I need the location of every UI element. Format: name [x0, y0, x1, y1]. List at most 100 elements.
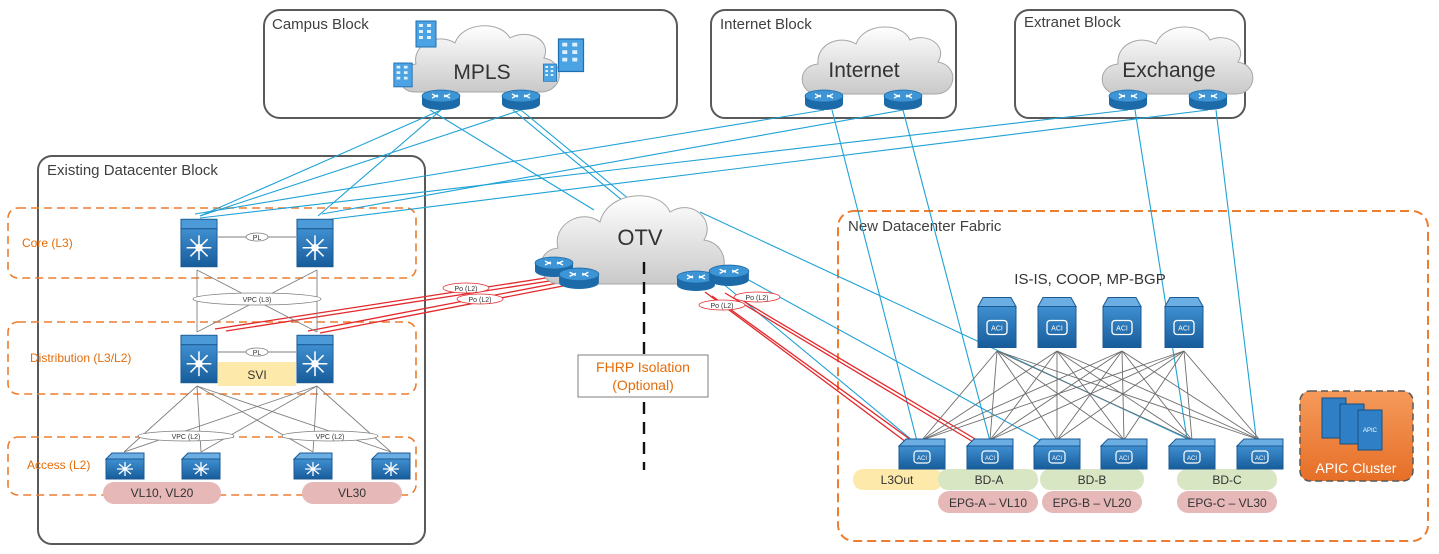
- otv-router-2: [558, 267, 600, 290]
- fhrp-box: [577, 354, 709, 398]
- po-label-4: Po (L2): [711, 303, 734, 310]
- spine-switch-3: [1102, 296, 1142, 349]
- exchange-cloud: Exchange: [1101, 26, 1254, 95]
- apic-servers: APIC: [1321, 397, 1383, 451]
- spine-leaf-link: [989, 350, 998, 441]
- spine-leaf-link: [996, 350, 1261, 441]
- spine-leaf-link: [989, 350, 1123, 441]
- spine-leaf-link: [1056, 350, 1193, 441]
- bd-a-label: BD-A: [975, 473, 1004, 487]
- otv-cloud: OTV: [540, 195, 725, 285]
- existing-dc-title: Existing Datacenter Block: [47, 162, 218, 179]
- mpls-router-1: [421, 89, 461, 111]
- vl30-pill: [302, 482, 402, 504]
- spine-leaf-link: [996, 350, 1193, 441]
- core-pl-label: PL: [253, 235, 262, 242]
- spine-leaf-link: [1056, 350, 1261, 441]
- epg-b-label: EPG-B – VL20: [1053, 496, 1132, 510]
- epg-a-pill: [938, 491, 1038, 513]
- new-fabric-title: New Datacenter Fabric: [848, 218, 1002, 235]
- spine-leaf-link: [996, 350, 1125, 441]
- exchange-router-1: [1108, 89, 1148, 111]
- core-layer-label: Core (L3): [22, 236, 73, 250]
- spine-leaf-link: [921, 350, 1185, 441]
- spine-leaf-link: [1183, 350, 1193, 441]
- dist-pl-label: PL: [253, 350, 262, 357]
- bd-c-label: BD-C: [1212, 473, 1242, 487]
- leaf-switch-2: [966, 438, 1014, 470]
- access-switch-1: [105, 452, 145, 480]
- fabric-mesh-links: [921, 350, 1261, 441]
- campus-block-frame: [263, 9, 678, 119]
- bd-b-pill: [1040, 469, 1144, 490]
- campus-block-title: Campus Block: [272, 16, 369, 33]
- new-fabric-frame: [837, 210, 1429, 542]
- fhrp-line1: FHRP Isolation: [596, 359, 690, 375]
- vpc-l2-label-2: VPC (L2): [316, 434, 345, 441]
- spine-leaf-link: [1056, 350, 1123, 441]
- spine-leaf-link: [1183, 350, 1261, 441]
- distribution-layer-box: [7, 321, 417, 395]
- leaf-switch-6: [1236, 438, 1284, 470]
- spine-switch-2: [1037, 296, 1077, 349]
- spine-switch-4: [1164, 296, 1204, 349]
- otv-links: [214, 276, 988, 449]
- spine-leaf-link: [1121, 350, 1261, 441]
- po-label-3: Po (L2): [746, 295, 769, 302]
- bd-a-pill: [938, 469, 1038, 490]
- spine-leaf-link: [1121, 350, 1193, 441]
- epg-a-label: EPG-A – VL10: [949, 496, 1027, 510]
- core-switch-1: [180, 218, 218, 268]
- apic-cluster-label: APIC Cluster: [1316, 460, 1397, 476]
- epg-c-pill: [1177, 491, 1277, 513]
- svi-box: [218, 362, 296, 386]
- leaf-switch-1: [898, 438, 946, 470]
- spine-leaf-link: [921, 350, 998, 441]
- exchange-label: Exchange: [1122, 59, 1215, 82]
- internet-block-title: Internet Block: [720, 16, 812, 33]
- access-layer-label: Access (L2): [27, 458, 90, 472]
- extranet-block-title: Extranet Block: [1024, 14, 1121, 31]
- leaf-switch-4: [1100, 438, 1148, 470]
- access-switch-3: [293, 452, 333, 480]
- protocols-label: IS-IS, COOP, MP-BGP: [1014, 271, 1165, 288]
- access-switch-2: [181, 452, 221, 480]
- internet-label: Internet: [828, 59, 899, 82]
- existing-dc-links: [123, 236, 392, 453]
- otv-label: OTV: [617, 225, 663, 250]
- epg-b-pill: [1042, 491, 1142, 513]
- otv-router-4: [708, 264, 750, 287]
- po-labels: Po (L2) Po (L2) Po (L2) Po (L2): [442, 282, 781, 311]
- vl30-label: VL30: [338, 486, 366, 500]
- svi-label: SVI: [247, 368, 266, 382]
- fhrp-line2: (Optional): [612, 377, 673, 393]
- mpls-router-2: [501, 89, 541, 111]
- core-switch-2: [296, 218, 334, 268]
- po-label-1: Po (L2): [455, 286, 478, 293]
- bd-b-label: BD-B: [1078, 473, 1107, 487]
- spine-leaf-link: [1121, 350, 1125, 441]
- building-icon: [415, 20, 437, 48]
- internet-router-1: [804, 89, 844, 111]
- po-label-2: Po (L2): [469, 297, 492, 304]
- epg-c-label: EPG-C – VL30: [1187, 496, 1267, 510]
- building-icon: [557, 38, 585, 73]
- distribution-switch-2: [296, 334, 334, 384]
- distribution-layer-label: Distribution (L3/L2): [30, 351, 131, 365]
- bd-c-pill: [1177, 469, 1277, 490]
- spine-leaf-link: [921, 350, 1058, 441]
- spine-leaf-link: [996, 350, 1058, 441]
- vpc-l3-label: VPC (L3): [243, 297, 272, 304]
- internet-cloud: Internet: [801, 26, 954, 95]
- exchange-router-2: [1188, 89, 1228, 111]
- spine-leaf-link: [1056, 350, 1125, 441]
- mpls-label: MPLS: [453, 61, 510, 84]
- spine-leaf-link: [989, 350, 1185, 441]
- spine-leaf-link: [1056, 350, 1185, 441]
- building-icon: [542, 63, 558, 82]
- spine-leaf-link: [1123, 350, 1185, 441]
- leaf-switch-5: [1168, 438, 1216, 470]
- vl10-20-pill: [103, 482, 221, 504]
